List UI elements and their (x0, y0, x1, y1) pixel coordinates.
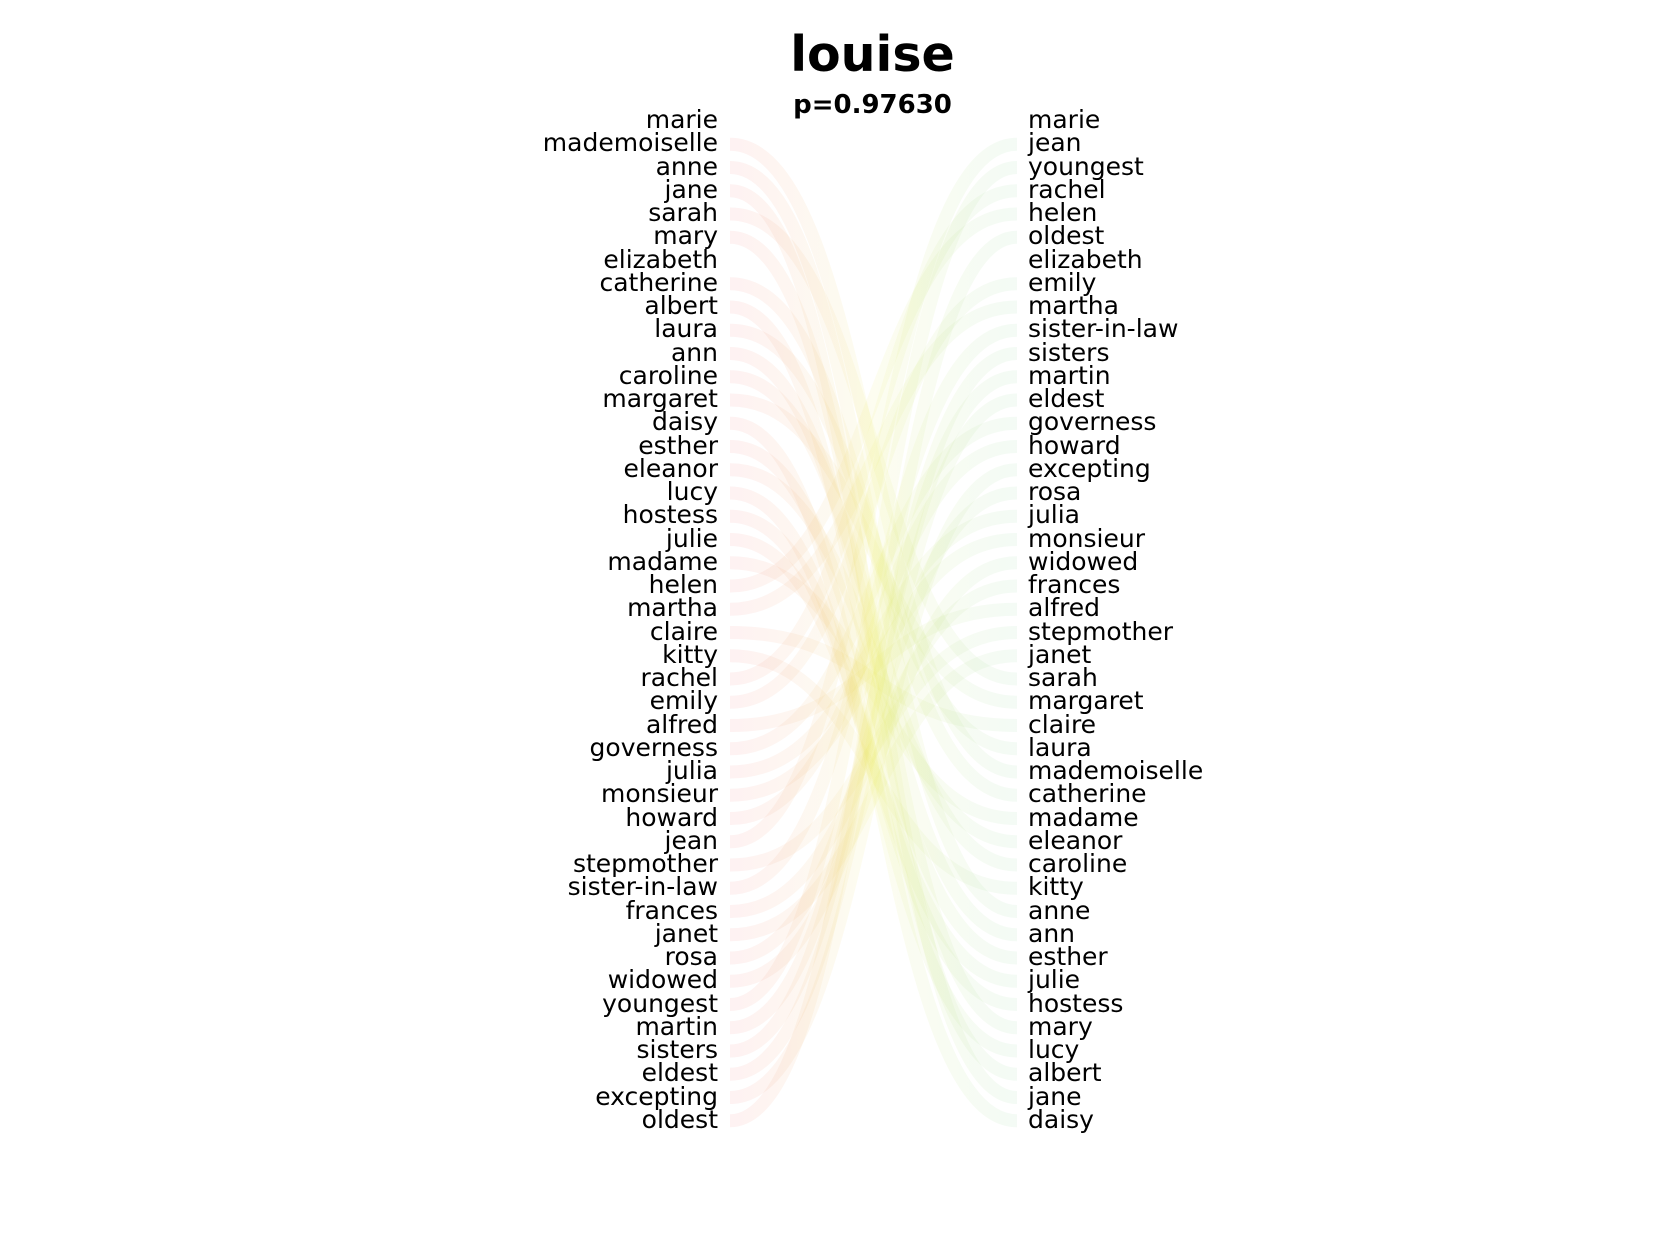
left-word: esther (638, 430, 718, 460)
rank-link (729, 393, 1018, 1081)
left-word: mademoiselle (542, 128, 718, 158)
rank-link (729, 161, 1018, 1011)
right-word: governess (1028, 407, 1157, 437)
right-word: lucy (1028, 1035, 1080, 1064)
right-word: martha (1028, 291, 1119, 320)
rank-link (729, 300, 1018, 616)
left-word: frances (625, 895, 718, 925)
left-word: alfred (645, 709, 718, 739)
right-word: sisters (1028, 337, 1110, 367)
left-word: sarah (648, 198, 718, 227)
right-word: rosa (1028, 477, 1082, 506)
right-word: youngest (1028, 151, 1144, 181)
right-word: sister-in-law (1028, 314, 1179, 344)
right-word: monsieur (1028, 523, 1145, 553)
left-word: monsieur (601, 779, 718, 809)
right-word: mademoiselle (1028, 756, 1204, 785)
right-word: claire (1028, 709, 1097, 739)
right-word: marie (1028, 105, 1101, 134)
right-word: julie (1028, 965, 1081, 995)
left-word: sisters (636, 1035, 718, 1064)
left-word: eldest (641, 1058, 718, 1088)
right-word: julia (1028, 500, 1081, 530)
right-word: catherine (1028, 779, 1147, 809)
right-word: jean (1028, 128, 1082, 158)
left-word: anne (655, 151, 718, 181)
right-word: mary (1028, 1011, 1093, 1041)
right-word: emily (1028, 267, 1097, 297)
right-word: helen (1028, 198, 1098, 227)
right-word: martin (1028, 360, 1111, 390)
left-word: oldest (641, 1104, 718, 1134)
chart-title: louise (790, 26, 955, 83)
left-word: widowed (607, 965, 718, 995)
right-word: alfred (1028, 593, 1101, 623)
chart-subtitle: p=0.97630 (793, 90, 952, 120)
left-word: governess (589, 732, 718, 762)
left-word: rosa (664, 942, 718, 971)
right-word: stepmother (1028, 616, 1174, 646)
right-word: hostess (1028, 988, 1124, 1018)
right-word: frances (1028, 570, 1121, 599)
left-word: laura (654, 314, 718, 344)
left-word: jane (664, 174, 719, 204)
left-word: janet (654, 918, 718, 948)
right-word: elizabeth (1028, 244, 1143, 274)
left-word: excepting (595, 1081, 718, 1111)
right-word: ann (1028, 918, 1076, 948)
right-word: howard (1028, 430, 1121, 460)
right-word: caroline (1028, 849, 1128, 878)
right-word: madame (1028, 802, 1139, 832)
rank-link (729, 207, 1018, 593)
left-word: elizabeth (603, 244, 718, 274)
left-word: sister-in-law (567, 872, 718, 902)
right-word: margaret (1028, 686, 1144, 716)
left-word: claire (649, 616, 718, 646)
left-word: lucy (666, 477, 718, 506)
left-word: martin (635, 1011, 718, 1041)
left-word: kitty (662, 639, 718, 669)
right-word: widowed (1028, 546, 1139, 576)
left-word: daisy (652, 407, 718, 437)
right-word: oldest (1028, 221, 1105, 251)
left-word: youngest (602, 988, 718, 1018)
left-word: eleanor (623, 453, 718, 483)
right-word: esther (1028, 942, 1108, 971)
right-word: albert (1028, 1058, 1102, 1088)
left-word: helen (648, 570, 718, 599)
right-word: eleanor (1028, 825, 1123, 855)
right-word: sarah (1028, 663, 1098, 692)
right-word: rachel (1028, 174, 1106, 204)
right-word: eldest (1028, 384, 1105, 413)
left-word: hostess (622, 500, 718, 530)
right-word: anne (1028, 895, 1091, 925)
left-word: ann (670, 337, 718, 367)
left-word: stepmother (572, 849, 718, 878)
left-word: julie (665, 523, 718, 553)
left-word: julia (665, 756, 718, 785)
right-word: daisy (1028, 1104, 1094, 1134)
right-word: janet (1028, 639, 1092, 669)
left-word: marie (645, 105, 718, 134)
left-word: mary (653, 221, 718, 251)
left-word: jean (664, 825, 719, 855)
left-word: rachel (640, 663, 718, 692)
right-word: excepting (1028, 453, 1151, 483)
left-word: madame (607, 546, 718, 576)
rank-link (729, 137, 1018, 849)
left-word: martha (627, 593, 718, 623)
right-word: kitty (1028, 872, 1084, 902)
right-word: laura (1028, 732, 1092, 762)
rank-link (729, 230, 1018, 1128)
left-word: caroline (618, 360, 718, 390)
left-word: emily (649, 686, 718, 716)
right-word: jane (1028, 1081, 1082, 1111)
left-word: howard (625, 802, 718, 832)
left-word: margaret (602, 384, 718, 413)
left-word: albert (644, 291, 718, 320)
left-word: catherine (599, 267, 718, 297)
